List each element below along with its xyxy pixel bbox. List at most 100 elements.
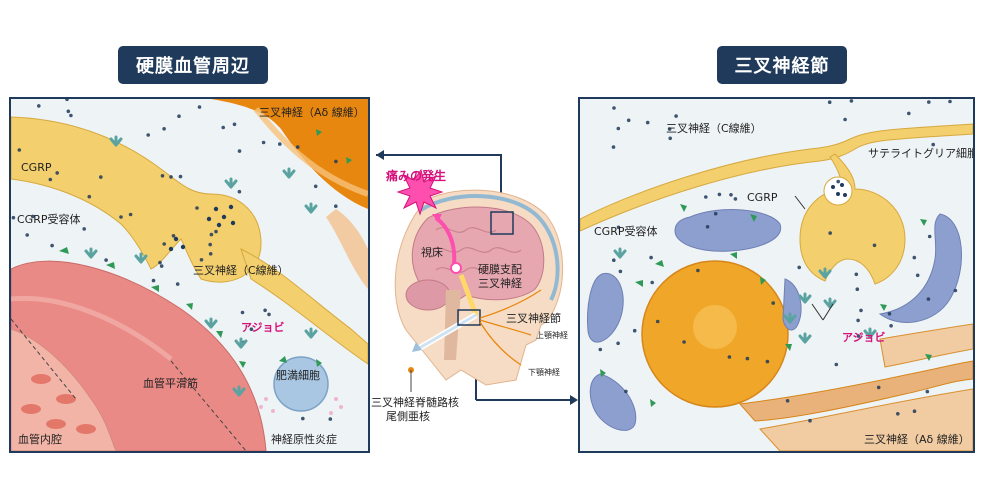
cgrp-dot	[178, 174, 183, 179]
label-spinal-nucleus-1: 三叉神経脊髄路核	[371, 396, 459, 409]
cgrp-dot	[717, 192, 722, 197]
c-fiber-axon	[580, 123, 973, 232]
cgrp-dot	[808, 418, 812, 423]
cgrp-dot	[119, 215, 123, 219]
cgrp-dot	[48, 177, 53, 182]
cgrp-dot	[674, 114, 678, 118]
cgrp-dot	[856, 318, 860, 323]
label-spinal-nucleus-2: 尾側亜核	[386, 410, 430, 423]
cgrp-dot	[237, 149, 242, 153]
cgrp-dot	[169, 175, 173, 179]
thalamus-marker	[450, 262, 462, 274]
right-panel-title: 三叉神経節	[717, 46, 847, 84]
cgrp-dot	[667, 127, 672, 131]
cgrp-dot	[927, 100, 931, 104]
cgrp-dot	[25, 233, 29, 237]
cgrp-vesicles	[168, 204, 236, 252]
ajovy-antibodies	[84, 135, 318, 397]
cgrp-dot	[263, 308, 267, 313]
cgrp-dot	[65, 99, 69, 102]
cgrp-dot	[209, 232, 214, 237]
cgrp-dot	[931, 142, 935, 147]
label-pain-onset: 痛みの発生	[386, 169, 447, 183]
cgrp-dot	[733, 197, 738, 201]
label-cgrp: CGRP	[21, 161, 52, 174]
label-cgrp: CGRP	[747, 191, 778, 204]
cgrp-dot	[876, 385, 881, 390]
cgrp-dot	[267, 312, 271, 317]
cgrp-dot	[836, 179, 840, 184]
cgrp-dot	[55, 171, 59, 175]
cgrp-dot	[159, 264, 164, 268]
cgrp-dot	[828, 231, 832, 235]
cgrp-dot	[896, 412, 900, 416]
label-smooth-muscle: 血管平滑筋	[143, 377, 198, 390]
cgrp-dot	[859, 308, 863, 313]
cgrp-dot	[771, 301, 775, 305]
cgrp-dot	[278, 142, 282, 146]
cgrp-dot	[208, 252, 213, 256]
cgrp-dot	[713, 211, 718, 216]
a-delta-fiber	[211, 99, 368, 209]
cgrp-dot	[598, 347, 603, 352]
cgrp-dot	[328, 417, 333, 421]
label-satellite-glia: サテライトグリア細胞	[868, 147, 975, 160]
cgrp-dot	[872, 243, 877, 248]
cgrp-dot	[612, 258, 616, 262]
cgrp-dot	[208, 242, 212, 247]
dura-highlight-box	[490, 211, 514, 235]
cgrp-dot	[889, 324, 893, 328]
cgrp-dot	[645, 120, 650, 125]
cgrp-dot	[17, 148, 22, 152]
cgrp-dot	[612, 106, 616, 110]
cgrp-dot	[626, 118, 631, 123]
cgrp-dot	[69, 113, 73, 118]
cgrp-dot	[334, 159, 338, 164]
label-neurogenic-inflammation: 神経原性炎症	[271, 433, 337, 446]
vascular-lumen	[11, 328, 117, 451]
cgrp-dot	[249, 327, 254, 331]
cgrp-dot	[221, 125, 225, 130]
cgrp-dot	[31, 214, 35, 219]
cgrp-dot	[843, 117, 847, 122]
cgrp-dot	[66, 109, 71, 114]
cgrp-dot	[616, 126, 621, 131]
cgrp-dot	[160, 174, 165, 178]
cgrp-dot	[295, 145, 300, 149]
ajovy-antibodies	[613, 247, 877, 344]
cgrp-dot	[611, 145, 616, 149]
cgrp-dot	[261, 140, 266, 145]
cgrp-dot	[232, 122, 237, 127]
cgrp-dot	[797, 265, 801, 270]
cgrp-receptors	[600, 204, 932, 407]
cgrp-dot	[849, 99, 854, 103]
cgrp-dot	[151, 278, 156, 283]
cgrp-dot	[887, 312, 892, 316]
label-cgrp-receptor: CGRP受容体	[17, 213, 81, 226]
cgrp-dot	[912, 255, 917, 260]
cgrp-dot	[214, 229, 218, 234]
cgrp-dot	[128, 212, 133, 217]
cgrp-dot	[618, 269, 623, 274]
left-panel-title: 硬膜血管周辺	[118, 46, 268, 84]
cgrp-receptors	[59, 129, 352, 368]
label-dura-innervation-1: 硬膜支配	[478, 263, 522, 276]
cgrp-dot	[199, 258, 204, 262]
cgrp-dot	[650, 280, 654, 285]
mast-cell	[273, 356, 329, 412]
cgrp-dot	[834, 362, 839, 367]
pain-burst	[396, 168, 444, 216]
cgrp-dot	[682, 340, 686, 344]
cgrp-dot	[171, 234, 176, 238]
cgrp-dot	[948, 99, 952, 104]
label-mast-cell: 肥満細胞	[276, 369, 320, 382]
cgrp-dot	[197, 105, 202, 109]
cgrp-dot	[926, 297, 931, 301]
dural-vessel-panel: 三叉神経（Aδ 線維） CGRP CGRP受容体 三叉神経（C線維） アジョビ …	[9, 97, 370, 453]
cgrp-dot	[104, 258, 108, 262]
cgrp-dot	[82, 227, 86, 231]
c-fiber-neuron	[799, 153, 906, 285]
cgrp-dot	[177, 114, 181, 118]
cgrp-dot	[927, 234, 932, 239]
cgrp-dot	[655, 319, 660, 324]
